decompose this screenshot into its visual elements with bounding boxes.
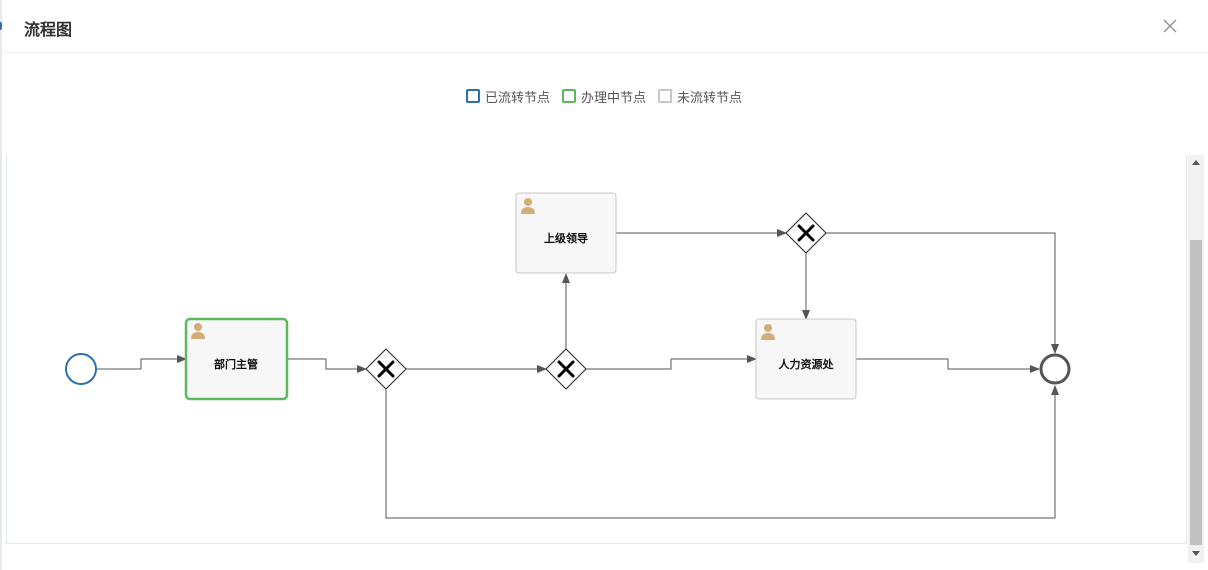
legend-swatch-completed [465,89,480,103]
window-edge-marker [0,22,2,30]
exclusive-gateway-3[interactable] [785,212,827,254]
legend: 已流转节点 办理中节点 未流转节点 [0,86,1208,106]
close-icon [1163,19,1177,33]
flow-gateway2-to-hr [586,355,757,370]
start-event[interactable] [65,353,97,385]
task-label-hr: 人力资源处 [779,357,835,371]
task-label-superior-leader: 上级领导 [544,231,588,245]
task-superior-leader[interactable]: 上级领导 [515,192,617,274]
user-icon [191,323,205,339]
legend-label-pending: 未流转节点 [677,90,743,106]
vertical-scrollbar[interactable] [1188,155,1204,563]
flow-dept-to-gateway1 [287,358,367,373]
exclusive-gateway-2[interactable] [545,348,587,390]
task-hr[interactable]: 人力资源处 [755,318,857,400]
legend-item-completed: 已流转节点 [465,87,550,106]
x-icon [377,360,395,378]
scroll-up-arrow-icon[interactable] [1192,160,1200,165]
legend-label-active: 办理中节点 [580,90,646,106]
legend-label-completed: 已流转节点 [484,90,550,106]
scroll-down-arrow-icon[interactable] [1192,551,1200,556]
dialog-title: 流程图 [24,20,73,39]
legend-item-active: 办理中节点 [561,87,646,106]
user-icon [761,324,775,340]
x-icon [797,224,815,242]
user-icon [521,198,535,214]
flow-hr-to-end [856,358,1040,373]
task-label-dept-manager: 部门主管 [214,357,258,371]
flow-start-to-dept [97,355,187,370]
flow-gateway3-to-end [826,232,1059,354]
scroll-thumb[interactable] [1190,240,1202,545]
legend-swatch-active [561,89,576,103]
task-dept-manager[interactable]: 部门主管 [184,317,289,401]
sequence-flows [97,229,1059,519]
window-edge [0,0,2,570]
flow-gateway1-to-end [385,385,1059,519]
close-button[interactable] [1158,14,1182,38]
legend-item-pending: 未流转节点 [658,87,742,106]
legend-swatch-pending [658,89,672,103]
end-event[interactable] [1039,353,1071,385]
exclusive-gateway-1[interactable] [365,348,407,390]
x-icon [557,360,575,378]
dialog-header: 流程图 [0,0,1208,53]
